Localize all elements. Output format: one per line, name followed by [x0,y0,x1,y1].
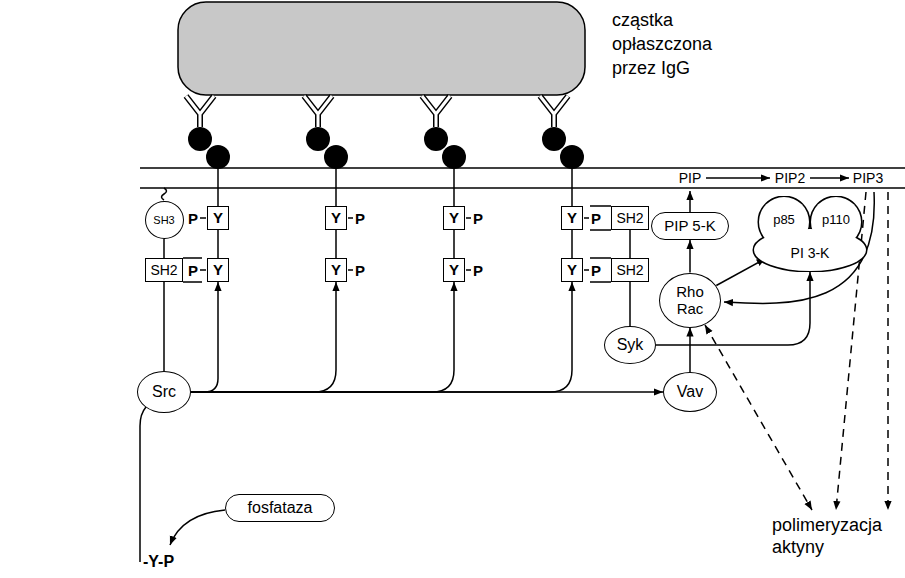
node-text: Y [331,261,341,278]
exchange-factor-ellipse: Vav [663,372,717,412]
node-text: p85 [773,213,795,228]
link-line [163,282,165,371]
tyrosine-box: Y [207,258,229,282]
kinase-complex: p85 p110 PI 3-K [752,196,868,272]
link-line [629,230,631,258]
tyrosine-box: Y [561,206,583,230]
phosphate-label: P [473,262,483,279]
complex-lobe [754,229,866,271]
node-text: Vav [677,383,703,401]
complex-lobe [754,229,866,271]
node-text: SH2 [150,262,177,278]
node-text: SH2 [616,262,643,278]
node-text: PI 3-K [791,245,830,261]
phosphatase-box: fosfataza [225,494,335,522]
phosphate-label: P [355,262,365,279]
signal-arrow [191,282,572,392]
node-text: fosfataza [248,499,313,517]
node-text: SH2 [616,210,643,226]
node-text: p110 [822,213,850,228]
kinase-ellipse: Src [137,371,191,413]
coated-particle [178,2,585,95]
sh2-domain: SH2 [145,258,183,282]
signal-arrow [656,272,810,345]
lipid-label: PIP2 [775,170,805,186]
node-text: Y [567,261,577,278]
kinase-box: PIP 5-K [651,212,729,240]
lipid-anchor [162,188,167,200]
dashed-arrow [705,192,888,510]
particle-label: cząstka opłaszczona przez IgG [612,8,737,80]
phospho-bond [200,218,589,270]
tyrosine-box: Y [443,206,465,230]
signal-arrow [191,282,454,392]
tyrosine-box: Y [325,206,347,230]
phosphate-label: P [473,210,483,227]
gtpase-ellipse: Rho Rac [659,273,721,328]
sh2-bracket [183,206,611,282]
node-text: Rho Rac [676,283,704,318]
phosphate-label: P [188,262,198,279]
tyrosine-box: Y [443,258,465,282]
link-line [629,282,631,326]
node-text: Y [449,261,459,278]
dephosphorylation-line [140,407,146,562]
reaction-arrow [170,178,874,545]
link-line [217,230,219,258]
link-line [453,230,455,258]
node-text: Src [152,383,176,401]
node-text: SH3 [153,214,174,227]
receptor-chain [218,168,572,206]
phosphate-label: P [188,210,198,227]
tyrosine-box: Y [325,258,347,282]
signal-arrow [689,328,691,373]
outcome-label: polimeryzacja aktyny [772,514,905,558]
node-text: Y [567,209,577,226]
signal-arrow [191,391,663,393]
link-line [571,230,573,258]
sh3-domain: SH3 [145,201,184,239]
signal-arrow [191,282,218,392]
node-text: Y [331,209,341,226]
phosphate-label: P [591,210,601,227]
tyrosine-box: Y [207,206,229,230]
lipid-label: PIP [679,170,702,186]
lipid-label: PIP3 [853,170,883,186]
node-text: Y [213,209,223,226]
receptor-domain [188,127,584,169]
sh2-domain: SH2 [611,258,649,282]
antibody-outline [186,96,568,127]
node-text: PIP 5-K [664,217,715,234]
phosphate-label: P [591,262,601,279]
dephospho-label: -Y-P [143,553,174,571]
antibody-fill [186,96,568,127]
signal-arrow [716,258,765,285]
kinase-ellipse: Syk [604,326,656,364]
node-text: Y [449,209,459,226]
signal-arrow [191,282,336,392]
cell-membrane [140,168,905,188]
signal-arrow [689,240,691,273]
node-text: Y [213,261,223,278]
tyrosine-box: Y [561,258,583,282]
phosphate-label: P [355,210,365,227]
link-line [163,239,165,258]
sh2-domain: SH2 [611,206,649,230]
node-text: Syk [617,336,644,354]
link-line [335,230,337,258]
